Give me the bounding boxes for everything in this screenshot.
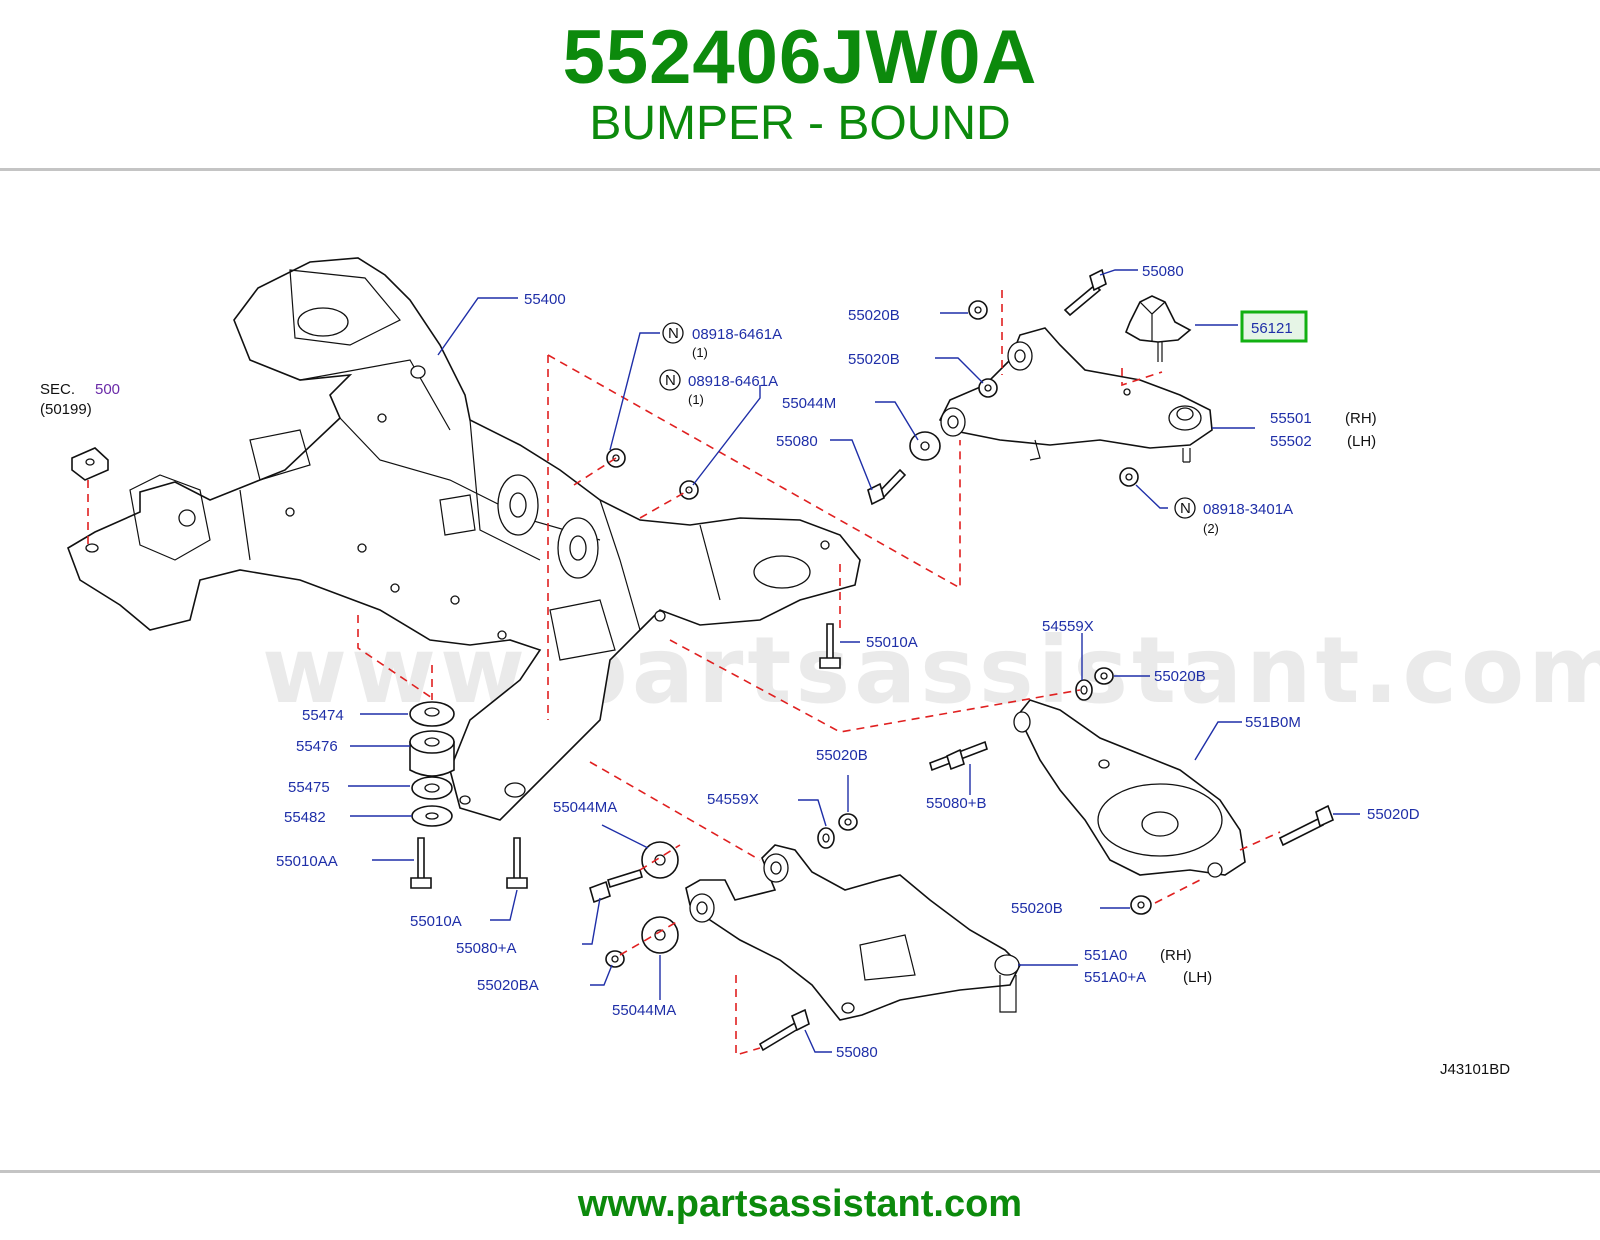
footer-divider [0, 1170, 1600, 1173]
sec-number-label: 500 [95, 381, 120, 398]
callout-54559X-mid: 54559X [707, 791, 759, 808]
highlight-box-56121 [1240, 310, 1308, 343]
callout-55475: 55475 [288, 779, 330, 796]
callout-08918-6461A-2: 08918-6461A [688, 373, 778, 390]
callout-55020B-lower-mid: 55020B [816, 747, 868, 764]
callout-55080-top: 55080 [1142, 263, 1184, 280]
callout-55020B-lower-right: 55020B [1154, 668, 1206, 685]
page-header: 552406JW0A BUMPER - BOUND [0, 0, 1600, 172]
upper-arm-55501 [938, 327, 1213, 463]
callout-54559X-top: 54559X [1042, 618, 1094, 635]
n-symbol-1 [662, 322, 684, 344]
n-symbol-3-letter: N [1180, 500, 1191, 517]
header-divider [0, 168, 1600, 171]
bushing-stack [409, 701, 455, 827]
callout-55080-bottom: 55080 [836, 1044, 878, 1061]
callout-08918-6461A-1: 08918-6461A [692, 326, 782, 343]
callout-55020B-upper-1: 55020B [848, 307, 900, 324]
callout-551A0: 551A0 [1084, 947, 1127, 964]
callout-55501-side: (RH) [1345, 410, 1377, 427]
callout-55044MA-2: 55044MA [612, 1002, 676, 1019]
sec-sub-label: (50199) [40, 401, 92, 418]
callout-55080-mid: 55080 [776, 433, 818, 450]
callout-55010AA: 55010AA [276, 853, 338, 870]
callout-551A0A: 551A0+A [1084, 969, 1146, 986]
callout-55482: 55482 [284, 809, 326, 826]
callout-55476: 55476 [296, 738, 338, 755]
callout-55474: 55474 [302, 707, 344, 724]
callout-55020B-upper-2: 55020B [848, 351, 900, 368]
lower-arm-551B0M [1013, 699, 1246, 878]
callout-55080B: 55080+B [926, 795, 986, 812]
subframe-55400 [67, 257, 861, 821]
callout-551B0M: 551B0M [1245, 714, 1301, 731]
callout-08918-6461A-2-qty: (1) [688, 392, 704, 407]
footer-url-link[interactable]: www.partsassistant.com [577, 1183, 1023, 1225]
bound-bumper-56121 [1124, 295, 1192, 362]
diagram-code: J43101BD [1440, 1061, 1510, 1078]
sec-prefix-label: SEC. [40, 381, 75, 398]
lower-link-551A0 [685, 844, 1021, 1021]
callout-55400: 55400 [524, 291, 566, 308]
callout-551A0-side: (RH) [1160, 947, 1192, 964]
callout-55502-side: (LH) [1347, 433, 1376, 450]
callout-55501: 55501 [1270, 410, 1312, 427]
n-symbol-3 [1174, 497, 1196, 519]
leader-lines [348, 269, 1360, 1053]
callout-551A0A-side: (LH) [1183, 969, 1212, 986]
callout-55044M: 55044M [782, 395, 836, 412]
callout-08918-6461A-1-qty: (1) [692, 345, 708, 360]
callout-labels: SEC. 500 (50199) 55400 55080 55020B 5502… [40, 263, 1510, 1078]
callout-55020D: 55020D [1367, 806, 1420, 823]
part-name-subtitle: BUMPER - BOUND [589, 97, 1011, 150]
part-number-title: 552406JW0A [562, 15, 1038, 100]
callout-56121: 56121 [1251, 320, 1293, 337]
n-symbol-1-letter: N [668, 325, 679, 342]
callout-55020B-bottom: 55020B [1011, 900, 1063, 917]
callout-55502: 55502 [1270, 433, 1312, 450]
callout-08918-3401A: 08918-3401A [1203, 501, 1293, 518]
callout-08918-3401A-qty: (2) [1203, 521, 1219, 536]
callout-55010A-left: 55010A [410, 913, 462, 930]
n-symbol-2-letter: N [665, 372, 676, 389]
assembly-guides [87, 290, 1281, 1057]
callout-55010A-right: 55010A [866, 634, 918, 651]
n-symbol-2 [659, 369, 681, 391]
callout-55080A: 55080+A [456, 940, 516, 957]
callout-55020BA: 55020BA [477, 977, 539, 994]
callout-55044MA-1: 55044MA [553, 799, 617, 816]
